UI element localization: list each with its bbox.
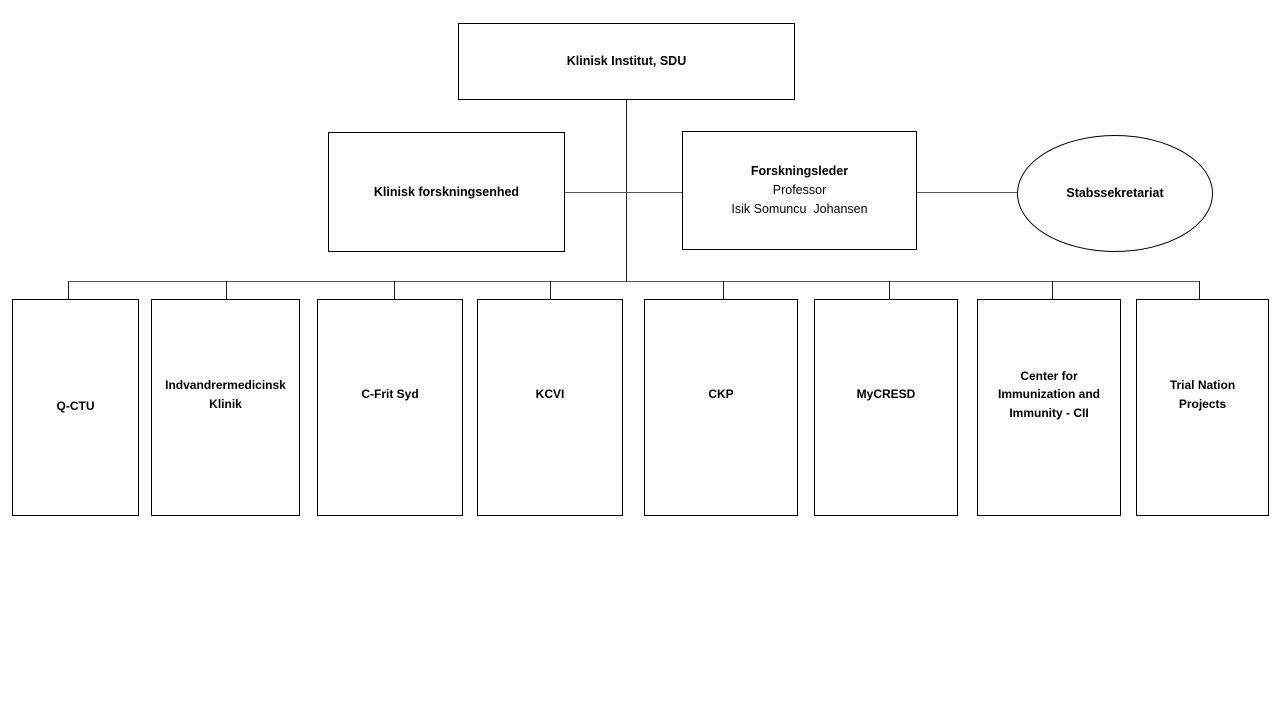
connector-drop-ckp: [723, 281, 724, 299]
connector-branch-horizontal: [68, 281, 1199, 282]
node-label: CKP: [708, 387, 734, 402]
node-klinisk-forskningsenhed: Klinisk forskningsenhed: [328, 132, 565, 252]
node-label: Stabssekretariat: [1066, 186, 1164, 200]
node-label: Indvandrermedicinsk Klinik: [165, 378, 286, 411]
connector-drop-cii: [1052, 281, 1053, 299]
node-label: Trial Nation Projects: [1169, 378, 1236, 411]
node-center-for-immunization-and-immunity-cii: Center for Immunization and Immunity - C…: [977, 299, 1121, 516]
node-label: Center for Immunization and Immunity - C…: [998, 368, 1100, 420]
connector-leader-to-secretariat: [917, 192, 1017, 193]
node-label: KCVI: [535, 387, 565, 402]
connector-drop-kcvi: [550, 281, 551, 299]
node-label: MyCRESD: [856, 387, 916, 402]
connector-drop-indvandrermedicinsk: [226, 281, 227, 299]
node-klinisk-institut-sdu: Klinisk Institut, SDU: [458, 23, 795, 100]
node-kcvi: KCVI: [477, 299, 623, 516]
node-forskningsleder: Forskningsleder Professor Isik Somuncu J…: [682, 131, 917, 250]
node-label: Klinisk Institut, SDU: [566, 54, 687, 68]
leader-name: Isik Somuncu Johansen: [731, 202, 868, 216]
leader-title: Forskningsleder: [750, 164, 849, 178]
leader-role: Professor: [772, 183, 827, 197]
connector-drop-mycresd: [889, 281, 890, 299]
node-ckp: CKP: [644, 299, 798, 516]
connector-trunk-vertical: [626, 100, 627, 281]
node-q-ctu: Q-CTU: [12, 299, 139, 516]
connector-drop-c-frit-syd: [394, 281, 395, 299]
node-indvandrermedicinsk-klinik: Indvandrermedicinsk Klinik: [151, 299, 300, 516]
node-stabssekretariat: Stabssekretariat: [1017, 135, 1213, 252]
connector-researchunit-to-leader: [565, 192, 682, 193]
node-c-frit-syd: C-Frit Syd: [317, 299, 463, 516]
connector-drop-trial-nation: [1199, 281, 1200, 299]
node-mycresd: MyCRESD: [814, 299, 958, 516]
node-label: Q-CTU: [56, 399, 95, 414]
connector-drop-q-ctu: [68, 281, 69, 299]
node-trial-nation-projects: Trial Nation Projects: [1136, 299, 1269, 516]
node-label: Klinisk forskningsenhed: [373, 184, 520, 199]
node-label: C-Frit Syd: [361, 387, 419, 402]
